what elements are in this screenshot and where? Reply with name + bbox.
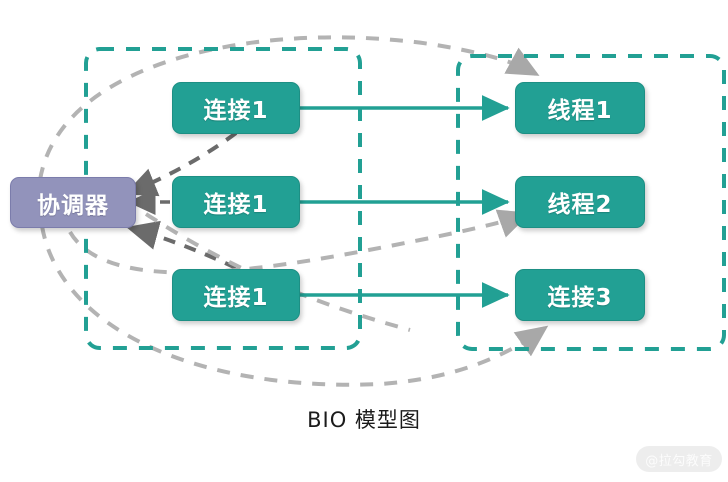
thread-node-2-label: 线程2 <box>547 192 613 218</box>
coordinator-node[interactable]: 协调器 <box>10 177 136 228</box>
coordinator-label: 协调器 <box>37 192 109 219</box>
connection-node-1-label: 连接1 <box>203 98 269 124</box>
dashed-curve-coordinator-to-thread1 <box>38 35 540 181</box>
thread-node-3-label: 连接3 <box>547 285 613 311</box>
connection-node-2[interactable]: 连接1 <box>172 176 300 228</box>
connection-node-3-label: 连接1 <box>203 285 269 311</box>
thread-node-1-label: 线程1 <box>547 98 613 124</box>
dashed-curve-coordinator-to-thread2 <box>68 209 531 275</box>
watermark-badge: @拉勾教育 <box>636 446 722 472</box>
connection-node-3[interactable]: 连接1 <box>172 269 300 321</box>
dashed-curve-coordinator-to-connection3 <box>40 225 549 387</box>
dashed-curve-connection1-to-coordinator <box>124 131 238 197</box>
diagram-caption: BIO 模型图 <box>307 408 421 432</box>
thread-node-2[interactable]: 线程2 <box>515 176 645 228</box>
dashed-curve-midflow <box>144 212 411 332</box>
connection-node-2-label: 连接1 <box>203 192 269 218</box>
thread-node-3[interactable]: 连接3 <box>515 269 645 321</box>
thread-node-1[interactable]: 线程1 <box>515 82 645 134</box>
connection-node-1[interactable]: 连接1 <box>172 82 300 134</box>
